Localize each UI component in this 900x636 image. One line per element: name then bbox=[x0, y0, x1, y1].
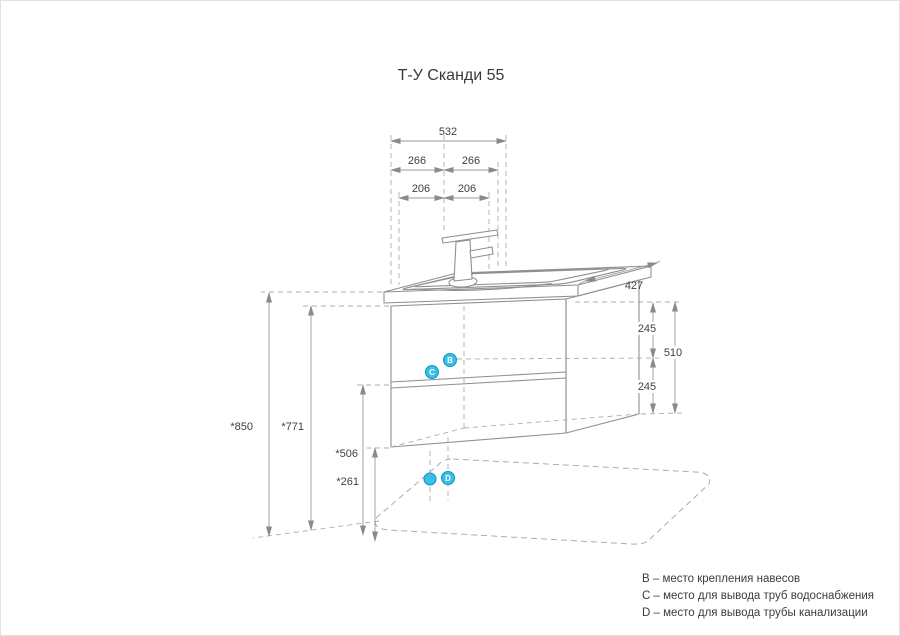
label-backing bbox=[659, 346, 688, 359]
cabinet-right-side bbox=[565, 279, 640, 434]
faucet-spout bbox=[469, 246, 494, 259]
ext-line bbox=[640, 412, 684, 415]
floor-outline bbox=[252, 458, 711, 545]
drawer-divider-top bbox=[390, 371, 567, 383]
dim-height-to-divider: *506 bbox=[335, 448, 358, 460]
hidden-edge bbox=[390, 427, 465, 448]
dim-width-inner-right: 206 bbox=[458, 183, 476, 195]
label-backing bbox=[633, 322, 662, 335]
floor-extension-line bbox=[252, 520, 380, 539]
basin-edge bbox=[383, 295, 579, 304]
faucet-handle bbox=[441, 229, 499, 244]
label-backing bbox=[328, 475, 360, 488]
dim-width-total: 532 bbox=[439, 126, 457, 138]
vanity-cabinet bbox=[390, 279, 640, 448]
dimension-lines: 532 266 266 206 206 427 245 245 510 *850… bbox=[230, 126, 688, 542]
label-backing bbox=[633, 380, 662, 393]
dim-width-right-half: 266 bbox=[462, 155, 480, 167]
floor-path bbox=[374, 458, 711, 545]
legend-line-b: B – место крепления навесов bbox=[642, 573, 800, 585]
basin-front-slope bbox=[412, 283, 552, 291]
dim-height-total: *850 bbox=[230, 421, 253, 433]
marker-d-circle bbox=[441, 471, 455, 485]
marker-c-letter: C bbox=[429, 368, 435, 377]
drawer-divider-bottom bbox=[390, 377, 567, 389]
hidden-edge bbox=[463, 413, 640, 429]
dim-cabinet-height: 510 bbox=[664, 347, 682, 359]
dim-height-to-cabinet-bottom: *261 bbox=[336, 476, 359, 488]
extension-lines bbox=[261, 135, 684, 501]
ext-line bbox=[456, 357, 665, 360]
dim-depth: 427 bbox=[625, 280, 643, 292]
marker-d-letter: D bbox=[445, 474, 451, 483]
marker-b-circle bbox=[443, 353, 457, 367]
faucet-body bbox=[453, 239, 473, 282]
marker-d-circle-secondary bbox=[423, 472, 437, 486]
dim-width-left-half: 266 bbox=[408, 155, 426, 167]
marker-c-circle bbox=[425, 365, 439, 379]
basin-outer-rim bbox=[383, 265, 652, 293]
dim-height-to-cabinet-top: *771 bbox=[281, 421, 304, 433]
page-title: Т-У Сканди 55 bbox=[398, 67, 505, 84]
marker-b-letter: B bbox=[447, 356, 453, 365]
dim-right-lower: 245 bbox=[638, 381, 656, 393]
dim-width-inner-left: 206 bbox=[412, 183, 430, 195]
washbasin bbox=[383, 265, 652, 304]
location-markers: C B D bbox=[423, 353, 457, 486]
legend: B – место крепления навесов C – место дл… bbox=[642, 573, 874, 619]
label-backing bbox=[327, 447, 359, 460]
dim-line bbox=[585, 262, 658, 282]
dim-right-upper: 245 bbox=[638, 323, 656, 335]
legend-line-c: C – место для вывода труб водоснабжения bbox=[642, 590, 874, 602]
faucet bbox=[441, 229, 499, 288]
legend-line-d: D – место для вывода трубы канализации bbox=[642, 607, 868, 619]
